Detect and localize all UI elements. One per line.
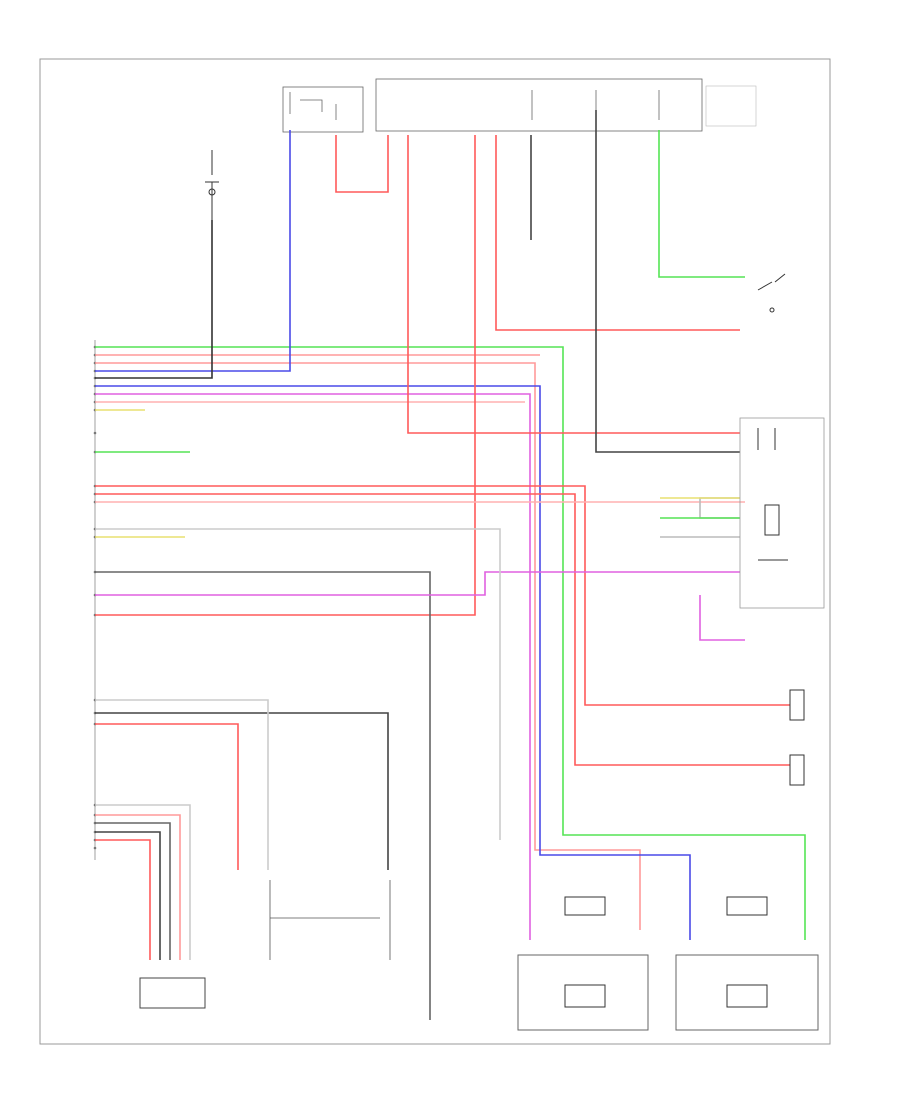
upper-fuse-block [282, 78, 757, 133]
wires [95, 110, 806, 1020]
right-door-actuator [675, 896, 819, 1031]
radio-receiver [757, 273, 786, 313]
main-connector-block [93, 340, 97, 860]
front-pretensioner [789, 689, 805, 786]
diagram-frame [39, 58, 831, 1045]
combination-switch [739, 417, 825, 609]
ground-connector [139, 977, 206, 1009]
junction-block [269, 880, 391, 960]
left-door-actuator [517, 896, 649, 1031]
antenna-switch [205, 150, 219, 222]
